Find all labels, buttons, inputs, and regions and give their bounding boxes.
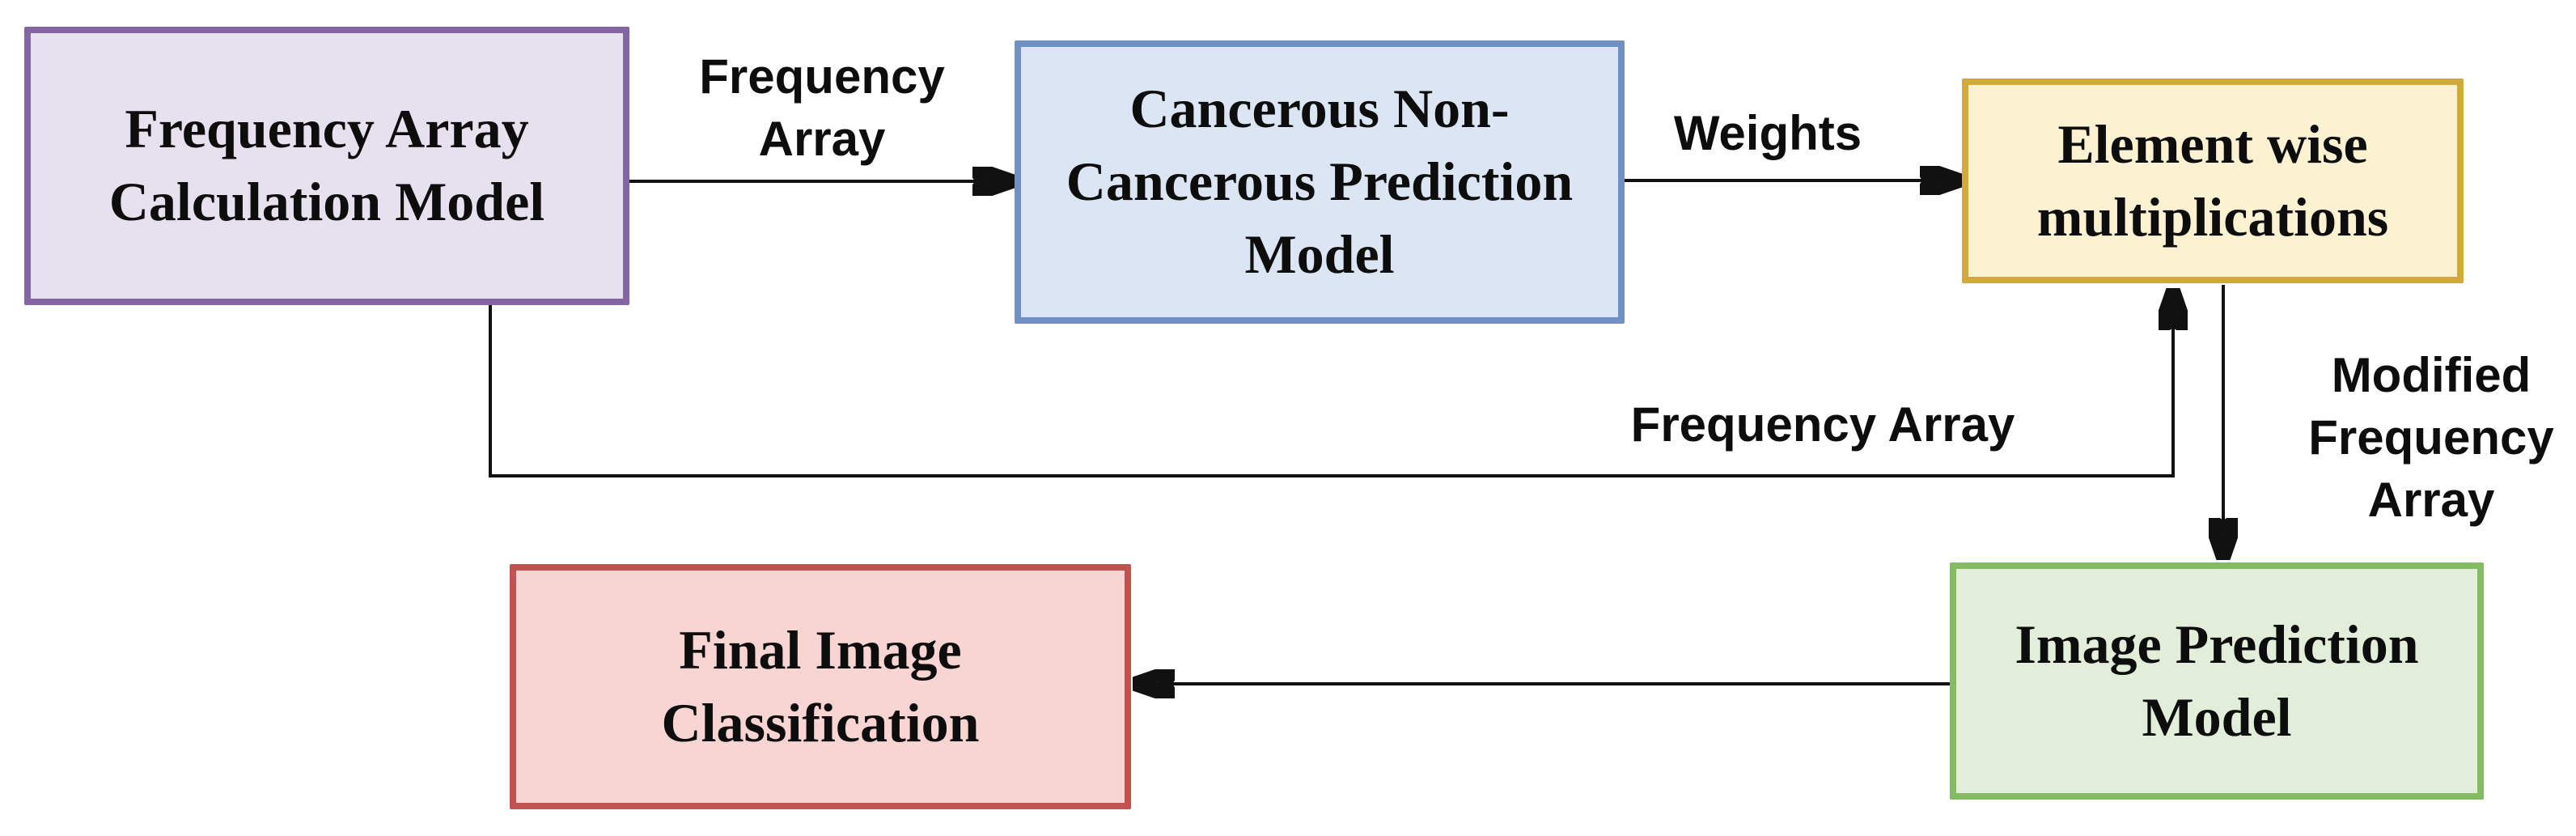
node-label-frequency-array-calculation-model: Frequency Array Calculation Model [108, 98, 545, 232]
node-label-element-wise-multiplications: Element wise multiplications [2036, 112, 2389, 248]
edge-label-weights: Weights [1673, 106, 1862, 160]
node-frequency-array-calculation-model: Frequency Array Calculation Model [24, 27, 629, 305]
node-element-wise-multiplications: Element wise multiplications [1962, 79, 2464, 283]
node-cancerous-non-cancerous-prediction-model: Cancerous Non- Cancerous Prediction Mode… [1015, 40, 1625, 324]
node-label-cancerous-non-cancerous-prediction-model: Cancerous Non- Cancerous Prediction Mode… [1066, 78, 1574, 285]
edge-label-frequency-array: Frequency Array [699, 49, 945, 166]
node-image-prediction-model: Image Prediction Model [1950, 562, 2484, 800]
node-final-image-classification: Final Image Classification [510, 564, 1131, 809]
node-label-image-prediction-model: Image Prediction Model [2015, 613, 2419, 748]
edge-label-frequency-array-bypass: Frequency Array [1630, 397, 2015, 452]
node-label-final-image-classification: Final Image Classification [661, 618, 980, 753]
edge-frequency-array-bypass [489, 291, 2173, 477]
edge-label-modified-frequency-array: Modified Frequency Array [2308, 348, 2554, 527]
